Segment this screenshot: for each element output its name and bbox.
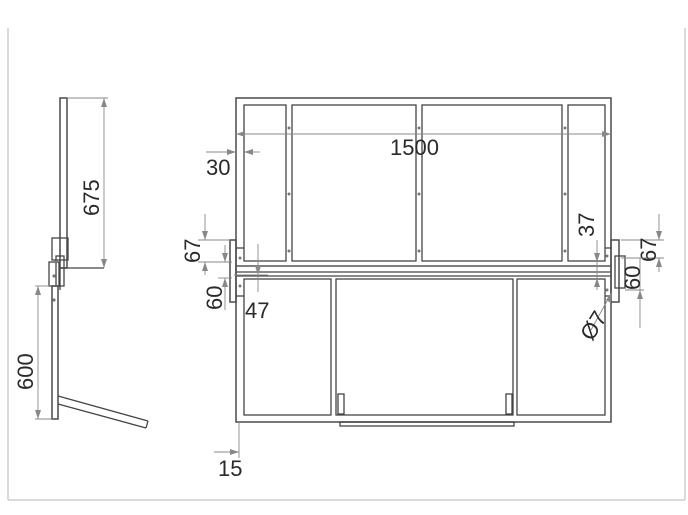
dim-bracket-width-left: 47 xyxy=(234,244,269,323)
dim-60-right: 60 xyxy=(620,266,645,290)
dim-frame-inset: 30 xyxy=(206,149,260,180)
dim-600: 600 xyxy=(13,353,38,390)
dim-67-left: 67 xyxy=(180,239,205,263)
dim-hole-diameter: Ø7 xyxy=(575,291,613,345)
dim-bottom-offset: 15 xyxy=(214,422,242,481)
dim-30: 30 xyxy=(206,155,230,180)
dim-37: 37 xyxy=(574,213,599,237)
side-view: 675 600 xyxy=(13,97,149,429)
dim-bracket-right: 67 xyxy=(621,214,664,272)
bolts xyxy=(287,126,567,253)
support-leg xyxy=(57,395,149,429)
dim-675: 675 xyxy=(79,179,104,216)
dim-60-left: 60 xyxy=(202,286,227,310)
upper-pane-3 xyxy=(421,104,563,262)
lower-pane-2 xyxy=(335,278,514,416)
upper-pane-1 xyxy=(243,104,287,262)
upper-pane-2 xyxy=(291,104,417,262)
lower-pane-1 xyxy=(243,278,332,416)
dim-diameter-7: Ø7 xyxy=(575,307,612,345)
side-hinge-block xyxy=(51,237,69,261)
side-upper-panel xyxy=(59,97,68,269)
front-view: 1500 30 67 60 xyxy=(180,97,664,481)
left-hinge-bracket xyxy=(229,239,244,303)
upper-pane-4 xyxy=(567,104,606,262)
dim-offset-right: 60 xyxy=(620,257,645,328)
dim-47: 47 xyxy=(245,298,269,323)
dim-1500: 1500 xyxy=(390,135,439,160)
bottom-bar xyxy=(339,421,515,427)
page-border xyxy=(7,28,686,501)
right-hinge-bracket xyxy=(605,239,626,303)
dim-offset-left: 60 xyxy=(202,245,232,310)
dim-15: 15 xyxy=(218,456,242,481)
dim-bracket-left: 67 xyxy=(180,214,230,275)
dim-hinge-offset-right: 37 xyxy=(574,213,600,290)
lower-pane-3 xyxy=(516,278,606,416)
dim-overall-width: 1500 xyxy=(236,131,611,160)
side-lower-panel xyxy=(51,285,59,420)
